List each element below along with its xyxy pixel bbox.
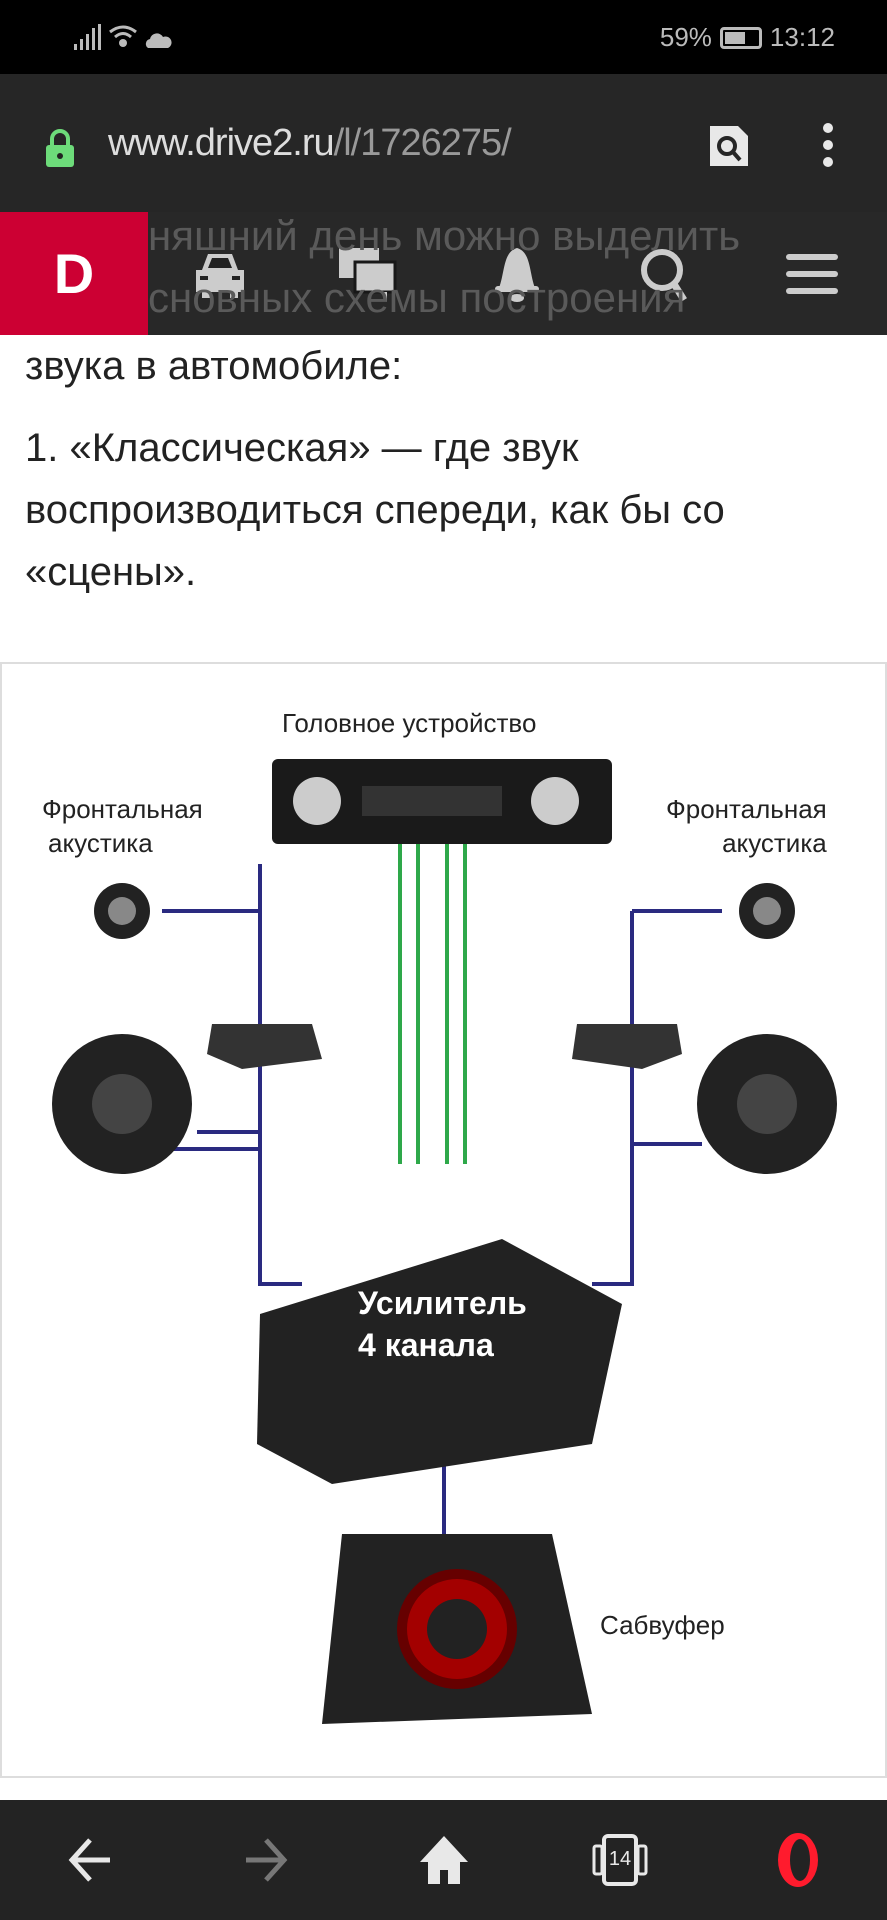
url-field[interactable]: www.drive2.ru/l/1726275/	[108, 122, 512, 165]
forward-arrow-icon[interactable]	[236, 1830, 296, 1890]
cloud-icon	[145, 33, 172, 48]
battery-icon	[719, 26, 762, 49]
more-menu-icon[interactable]	[818, 122, 838, 168]
amplifier-label: Усилитель 4 канала	[358, 1282, 527, 1366]
label-line: акустика	[722, 828, 827, 858]
hamburger-menu-icon[interactable]	[780, 242, 844, 306]
browser-bottom-bar: 14	[0, 1800, 887, 1920]
signal-icon	[74, 24, 101, 50]
paragraph: 1. «Классическая» — где звук воспроизвод…	[25, 426, 725, 594]
article-body: звука в автомобиле: 1. «Классическая» — …	[25, 335, 865, 623]
front-left-label: Фронтальная акустика	[42, 792, 203, 860]
site-nav: D	[0, 212, 887, 335]
front-right-label: Фронтальная акустика	[666, 792, 827, 860]
label-line: Фронтальная	[666, 794, 827, 824]
tab-count: 14	[608, 1848, 632, 1870]
tabs-button[interactable]: 14	[590, 1830, 650, 1890]
diagram-graphics	[52, 759, 837, 1724]
car-icon[interactable]	[188, 242, 252, 306]
page-search-icon[interactable]	[708, 124, 750, 168]
url-path: /l/1726275/	[333, 122, 512, 164]
status-bar: 59% 13:12	[0, 0, 887, 74]
label-line: акустика	[48, 828, 153, 858]
back-arrow-icon[interactable]	[60, 1830, 120, 1890]
label-line: 4 канала	[358, 1327, 494, 1363]
notifications-bell-icon[interactable]	[485, 242, 549, 306]
label-line: Фронтальная	[42, 794, 203, 824]
drive2-logo[interactable]: D	[0, 212, 148, 335]
head-unit-label: Головное устройство	[282, 708, 537, 738]
home-icon[interactable]	[414, 1830, 474, 1890]
label-line: Усилитель	[358, 1285, 527, 1321]
url-domain: www.drive2.ru	[108, 122, 335, 164]
wifi-icon	[109, 25, 137, 47]
opera-menu-icon[interactable]	[768, 1830, 828, 1890]
battery-percent: 59%	[659, 22, 712, 52]
lock-icon	[46, 129, 74, 167]
clock: 13:12	[769, 22, 835, 52]
messages-icon[interactable]	[335, 242, 399, 306]
head-unit	[272, 759, 612, 844]
paragraph: звука в автомобиле:	[25, 344, 403, 388]
subwoofer-label: Сабвуфер	[600, 1610, 725, 1640]
search-icon[interactable]	[634, 242, 698, 306]
address-bar: www.drive2.ru/l/1726275/	[0, 74, 887, 212]
tabs-icon	[592, 1834, 648, 1886]
